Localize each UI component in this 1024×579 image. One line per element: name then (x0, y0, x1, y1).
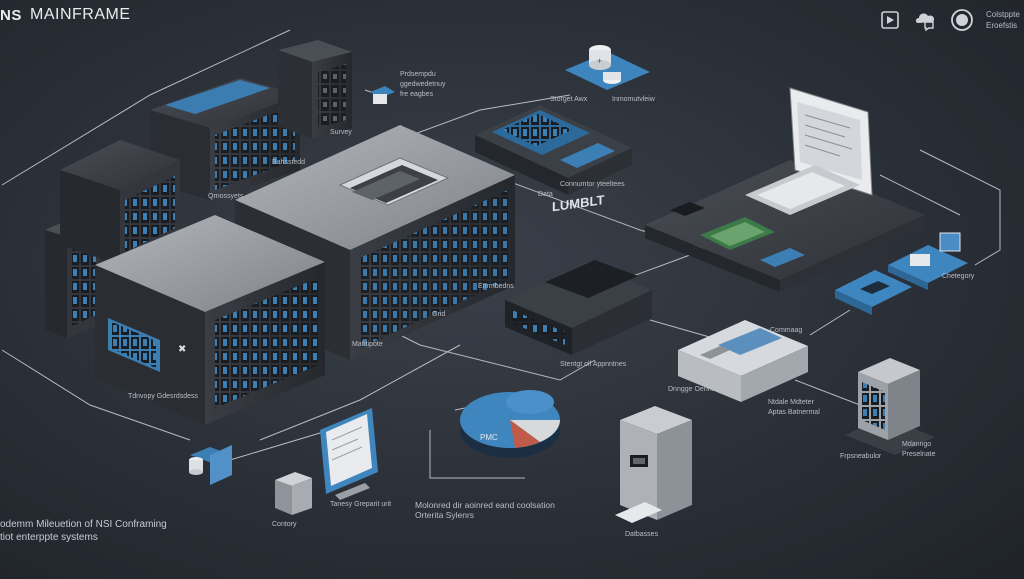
label-grid: Grid (432, 311, 446, 318)
connector-line (919, 149, 1001, 266)
label-middleware-line-1: Ntdale Mdteter (768, 399, 814, 406)
label-analytics-line-1: Molonred dir aoinred eand coolsation (415, 500, 555, 510)
mainframe-front: ✖ (95, 215, 325, 425)
label-racks-right-line-1: Mdanngo (902, 441, 932, 448)
label-comms: Commaag (770, 327, 803, 334)
data-node (475, 105, 632, 195)
label-cluster-left: Qrnossyets (208, 193, 244, 200)
corner-text: Colstppte Eroefstis (986, 9, 1024, 31)
label-middleware: Ntdale Mdteter Aptas Batnermal (768, 398, 820, 418)
brand-name: MAINFRAME (30, 6, 131, 23)
connector-line (229, 429, 331, 461)
label-mainframe: Tdnvopy Gdesrdsdess (128, 393, 199, 400)
label-top-callout-line-1: Prdsempdu (400, 71, 436, 78)
label-racks-right: Mdanngo Preselnate (902, 440, 935, 460)
label-storage-top-right: Inmomutvleiw (612, 96, 655, 103)
connector-line (1, 29, 291, 186)
label-cluster-mid: Bahsstedd (272, 159, 306, 166)
connector-line (259, 344, 461, 441)
terminal-laptop (320, 408, 378, 500)
corner-text-line-2: Eroefstis (986, 21, 1018, 30)
connector-line (419, 344, 596, 381)
label-storage-router: Stentgt oll Appnntnes (560, 361, 627, 368)
label-grid-right: Enrmbedns (478, 283, 514, 290)
top-toolbar: Colstppte Eroefstis (878, 8, 1024, 32)
storage-node-bottom (189, 445, 232, 485)
server-tower (278, 40, 352, 138)
label-database: Datbasses (625, 531, 659, 538)
label-laptop: Tanesy Greparit urit (330, 501, 392, 508)
database-tower (615, 406, 692, 523)
label-server-tower: Survey (330, 129, 352, 136)
label-analytics: Molonred dir aoinred eand coolsation Ort… (415, 500, 555, 520)
rack-cluster-back (150, 78, 300, 200)
brand-logo-icon: NS (0, 7, 22, 24)
brand[interactable]: NS MAINFRAME (0, 4, 131, 26)
label-top-callout-line-3: fre eagbes (400, 91, 434, 98)
label-storage-top: Storget Awx (550, 96, 588, 103)
svg-text:+: + (597, 56, 602, 66)
brand-logo-text: NS (0, 7, 22, 24)
console-box (275, 472, 312, 515)
footer-line-2: tiot enterppte systems (0, 532, 98, 543)
label-middleware-line-2: Aptas Batnermal (768, 409, 820, 416)
analytics-pie: PMC (460, 390, 560, 458)
label-top-callout: Prdsempdu ggedwedetnuy fre eagbes (400, 70, 446, 100)
router: LUMBLT (505, 192, 652, 355)
connector-line (809, 309, 851, 336)
storage-cylinder: + (565, 45, 650, 90)
footer-caption: odemm Mileuetion of NSI Conframing tiot … (0, 518, 167, 544)
rack-left-mid (60, 140, 180, 265)
connector-line (399, 334, 421, 346)
category-chips (835, 232, 968, 315)
label-top-callout-line-2: ggedwedetnuy (400, 81, 446, 88)
connector-line (429, 430, 525, 479)
router-screen-label: LUMBLT (552, 192, 604, 214)
label-storage-drives: Dnngge Oennrs (668, 386, 718, 393)
pie-chip-label: PMC (480, 433, 498, 442)
label-network: Mahtipote (352, 341, 383, 348)
label-category: Chetegory (942, 273, 975, 280)
connector-line (1, 349, 191, 441)
cloud-chat-icon[interactable] (914, 8, 938, 32)
corner-text-line-1: Colstppte (986, 10, 1020, 19)
connector-line (794, 379, 861, 406)
label-analytics-line-2: Orterita Sylenrs (415, 510, 475, 520)
label-data-node-right: Connumtor yteeltees (560, 181, 625, 188)
play-square-icon[interactable] (878, 8, 902, 32)
workstation (645, 87, 925, 292)
svg-text:✖: ✖ (178, 344, 186, 355)
storage-drives-panel (678, 320, 808, 402)
label-racks-right-line-2: Preselnate (902, 451, 936, 458)
user-callout-icon (370, 86, 395, 104)
footer-line-1: odemm Mileuetion of NSI Conframing (0, 519, 167, 530)
connector-line (879, 174, 961, 216)
label-middleware-right: Frpsneabulor (840, 453, 882, 460)
record-circle-icon[interactable] (950, 8, 974, 32)
label-console: Contory (272, 521, 297, 528)
label-data-node: Data (538, 191, 553, 198)
racks-right (845, 358, 935, 455)
